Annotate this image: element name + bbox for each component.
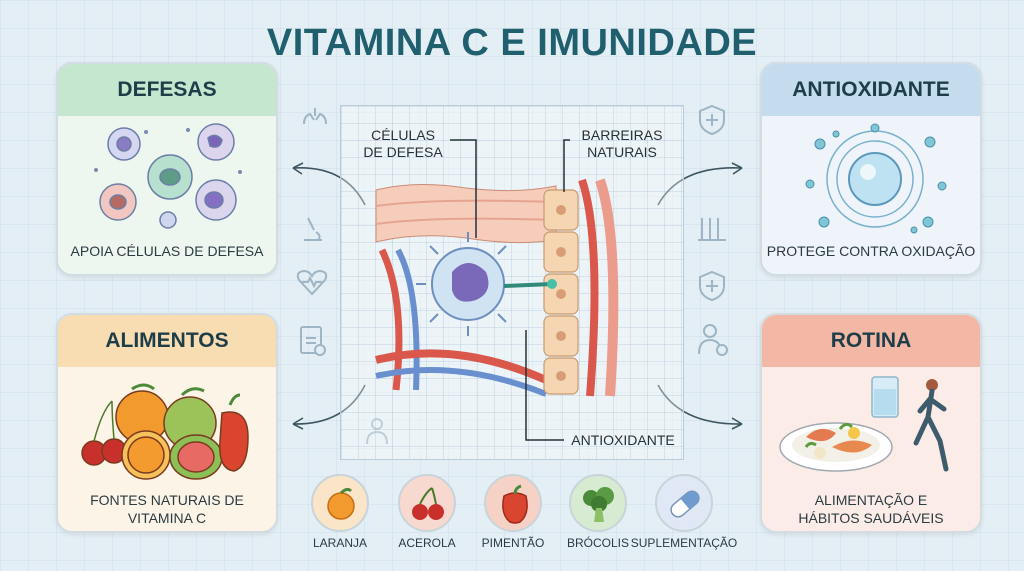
card-rotina: ROTINA ALIMENTAÇÃO E HÁBITOS SAUDÁVEIS bbox=[760, 313, 982, 533]
pepper-icon bbox=[502, 484, 528, 524]
lab-tubes-icon bbox=[698, 218, 726, 241]
microscope-icon bbox=[304, 217, 322, 241]
card-rotina-caption-line1: ALIMENTAÇÃO E bbox=[814, 492, 928, 508]
card-antioxidante-caption: PROTEGE CONTRA OXIDAÇÃO bbox=[766, 243, 976, 259]
arrow-to-alimentos bbox=[292, 384, 366, 430]
label-cells-line2: DE DEFESA bbox=[363, 144, 443, 160]
arrow-to-antioxidante bbox=[657, 162, 743, 206]
card-alimentos-title: ALIMENTOS bbox=[58, 315, 276, 367]
page-title: VITAMINA C E IMUNIDADE bbox=[266, 22, 758, 64]
arrow-to-defesas bbox=[292, 162, 366, 206]
healthy-meal-icon bbox=[779, 376, 949, 472]
shield-check-icon bbox=[699, 270, 725, 302]
center-diagram-panel bbox=[340, 105, 684, 460]
arrow-to-rotina bbox=[657, 384, 743, 430]
card-alimentos: ALIMENTOS FONTES NATURAIS DE VITAMINA C bbox=[56, 313, 278, 533]
doctor-icon bbox=[698, 324, 728, 356]
shield-cross-icon bbox=[699, 104, 725, 136]
antioxidant-molecule-icon bbox=[805, 123, 947, 234]
card-defesas-caption: APOIA CÉLULAS DE DEFESA bbox=[70, 243, 264, 259]
label-leader-lines bbox=[450, 139, 570, 441]
label-cells-line1: CÉLULAS bbox=[371, 127, 435, 143]
heart-pulse-icon bbox=[296, 269, 328, 296]
food-pepper bbox=[484, 474, 542, 532]
clipboard-icon bbox=[300, 326, 326, 356]
food-acerola bbox=[398, 474, 456, 532]
label-antioxidant: ANTIOXIDANTE bbox=[571, 432, 675, 448]
card-defesas-title: DEFESAS bbox=[58, 64, 276, 116]
card-alimentos-caption-line1: FONTES NATURAIS DE bbox=[90, 492, 244, 508]
food-label-pepper: PIMENTÃO bbox=[481, 536, 545, 550]
orange-icon bbox=[327, 487, 355, 520]
label-barriers-line1: BARREIRAS bbox=[581, 127, 663, 143]
broccoli-icon bbox=[583, 487, 614, 522]
food-label-acerola: ACEROLA bbox=[398, 536, 456, 550]
food-label-supplement: SUPLEMENTAÇÃO bbox=[630, 536, 738, 550]
person-icon bbox=[366, 418, 388, 445]
hands-icon bbox=[303, 108, 327, 125]
card-defesas: DEFESAS APOIA CÉLULAS DE DEFESA bbox=[56, 62, 278, 276]
card-antioxidante: ANTIOXIDANTE PROTEGE CONTRA OXIDAÇÃO bbox=[760, 62, 982, 276]
card-alimentos-caption-line2: VITAMINA C bbox=[127, 510, 207, 526]
cherry-icon bbox=[412, 487, 444, 520]
tissue-illustration bbox=[375, 178, 619, 397]
card-rotina-caption-line2: HÁBITOS SAUDÁVEIS bbox=[798, 510, 944, 526]
food-label-orange: LARANJA bbox=[312, 536, 368, 550]
capsule-icon bbox=[670, 490, 700, 518]
food-broccoli bbox=[569, 474, 627, 532]
food-label-broccoli: BRÓCOLIS bbox=[566, 536, 629, 550]
fruits-icon bbox=[81, 383, 249, 480]
card-rotina-title: ROTINA bbox=[762, 315, 980, 367]
card-antioxidante-title: ANTIOXIDANTE bbox=[762, 64, 980, 116]
food-orange bbox=[311, 474, 369, 532]
food-supplement bbox=[655, 474, 713, 532]
immune-cells-icon bbox=[94, 123, 242, 229]
label-barriers-line2: NATURAIS bbox=[587, 144, 657, 160]
